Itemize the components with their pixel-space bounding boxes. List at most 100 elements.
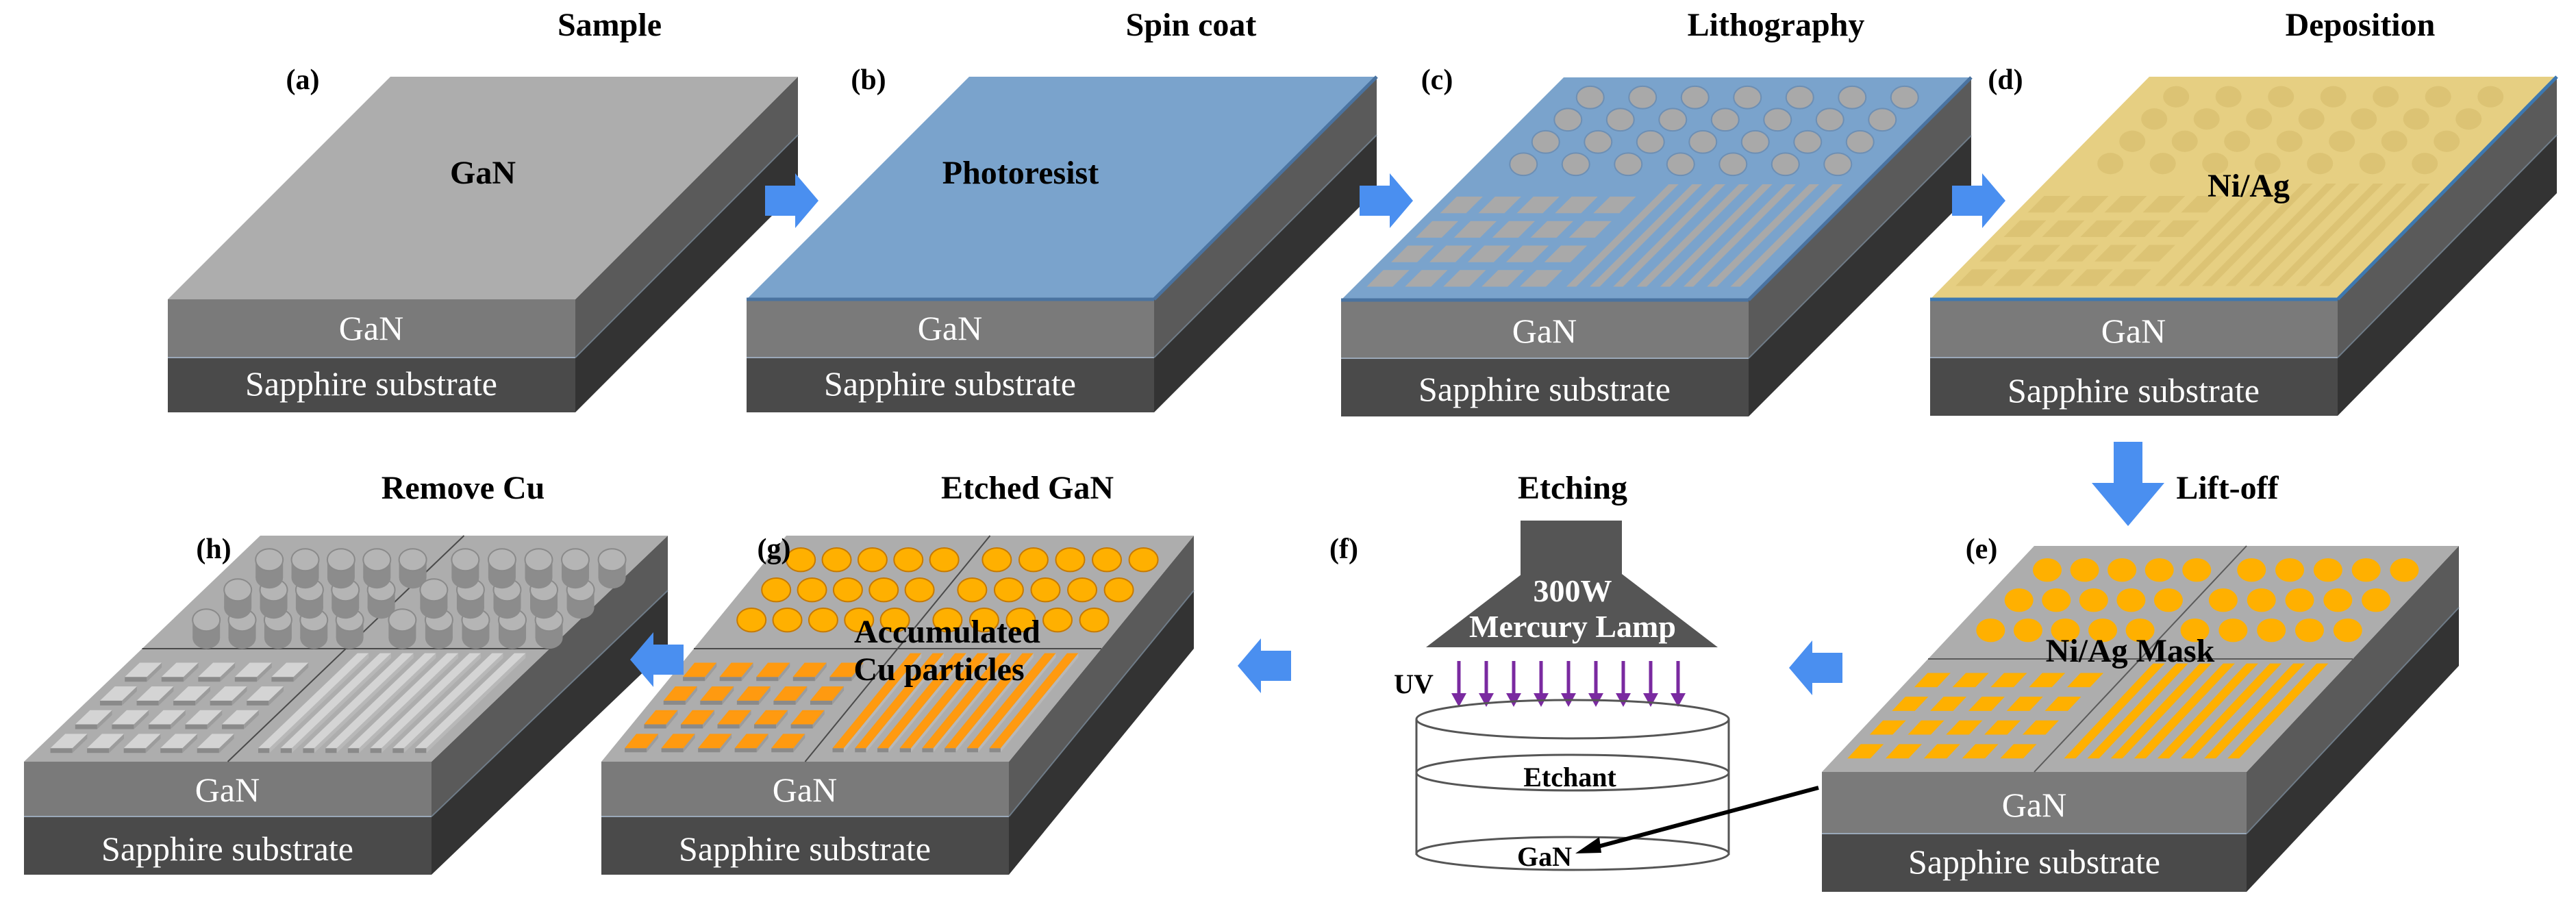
gan-square-mesa-wall: [161, 677, 184, 682]
hole-circle: [1584, 129, 1613, 154]
pillar-base: [388, 627, 416, 649]
hole-square: [1453, 221, 1497, 238]
hole-circle: [1628, 85, 1658, 110]
gan-square-mesa-wall: [293, 662, 309, 682]
niag-square: [2132, 245, 2175, 262]
hole-circle: [1838, 85, 1867, 110]
uv-ray-head: [1671, 693, 1686, 707]
gan-square-mesa-wall: [210, 700, 232, 706]
layer-label-sapphire-h: Sapphire substrate: [101, 829, 353, 868]
hole-square: [1520, 270, 1563, 287]
gan-stripe-mesa-wall: [280, 748, 292, 753]
gan-square-mesa-wall: [183, 662, 199, 682]
cu-square: [773, 686, 808, 701]
niag-circle: [2403, 108, 2429, 130]
layer-label-gan-c: GaN: [1512, 312, 1577, 350]
gan-square-mesa-wall: [218, 734, 234, 753]
gan-square-mesa: [210, 686, 247, 701]
cu-circle: [772, 607, 803, 633]
hole-circle: [1688, 129, 1718, 154]
cu-stripe-wall: [989, 748, 1001, 753]
gan-square-mesa: [50, 734, 88, 749]
title-lift-off: Lift-off: [2176, 470, 2279, 506]
pillar-top: [561, 548, 590, 572]
cu-square: [771, 734, 805, 749]
panel-letter-c: (c): [1421, 64, 1453, 96]
niag-circle: [2351, 108, 2377, 130]
hole-circle: [1666, 152, 1695, 177]
gan-square-mesa-wall: [195, 686, 210, 706]
panel-letter-d: (d): [1988, 64, 2023, 96]
cu-square: [683, 662, 717, 677]
gan-square-mesa-wall: [100, 700, 123, 706]
cu-square-wall: [734, 748, 757, 753]
cu-square-wall: [773, 700, 796, 705]
mask-stripe: [2157, 663, 2259, 759]
layer-boundary-side: [1008, 590, 1195, 817]
sapphire-side-face: [1154, 135, 1377, 412]
pillar-base: [255, 566, 284, 589]
mask-circle: [2285, 588, 2314, 612]
top-edge-side: [1747, 76, 1973, 301]
niag-square: [2042, 220, 2085, 237]
hole-square: [1593, 196, 1636, 214]
cu-square-wall: [756, 677, 779, 682]
pillar-top: [326, 548, 355, 572]
hole-stripe: [1660, 184, 1773, 287]
niag-circle: [2141, 108, 2168, 130]
cu-stripe-wall: [955, 653, 1034, 753]
gan-square-mesa-wall: [247, 700, 269, 706]
sapphire-front-face: [1822, 834, 2247, 892]
cu-square-wall: [720, 734, 732, 753]
niag-circle: [2412, 153, 2438, 175]
panel-letter-h: (h): [196, 534, 231, 565]
cu-square-wall: [625, 748, 647, 753]
arrow-e-to-f: [1789, 640, 1842, 695]
arrow-c-to-d: [1952, 173, 2005, 228]
gan-front-face: [1930, 299, 2338, 358]
gan-square-mesa: [221, 710, 259, 725]
pillar-base: [224, 597, 252, 619]
cu-square-wall: [810, 700, 833, 705]
niag-circle: [2119, 130, 2146, 152]
pillar-top: [192, 608, 221, 632]
mask-square: [2067, 673, 2104, 688]
block-d: [1930, 75, 2558, 416]
cu-circle: [904, 577, 935, 603]
cu-square-wall: [663, 700, 686, 705]
niag-stripe: [2202, 184, 2313, 286]
cu-circle: [981, 547, 1012, 573]
mask-circle: [2333, 618, 2362, 642]
niag-square: [2181, 195, 2224, 213]
beaker-bottom: [1415, 836, 1730, 871]
hole-stripe: [1683, 184, 1796, 287]
panel-letter-g: (g): [758, 534, 791, 565]
cu-circle: [821, 547, 852, 573]
block-g: [601, 535, 1195, 875]
cu-square: [717, 710, 751, 725]
pillar-base: [530, 597, 558, 619]
mask-stripe: [2110, 663, 2212, 759]
panel-letter-f: (f): [1329, 534, 1358, 565]
cu-circle: [761, 577, 792, 603]
mask-circle: [2153, 588, 2183, 612]
niag-circle: [2215, 86, 2242, 108]
gan-square-mesa-wall: [158, 686, 174, 706]
mask-circle: [1976, 618, 2005, 642]
gan-stripe-mesa-wall: [258, 748, 270, 753]
gan-stripe-mesa-wall: [392, 748, 404, 753]
gan-square-mesa-wall: [197, 748, 219, 753]
pillar-base: [598, 566, 626, 589]
gan-square-mesa-wall: [207, 710, 223, 729]
cu-square-wall: [644, 724, 666, 729]
cu-circle: [868, 577, 899, 603]
cu-circle: [808, 607, 838, 633]
gan-square-mesa-wall: [268, 686, 284, 706]
pillar-top: [388, 608, 417, 632]
pillar-base: [493, 597, 521, 619]
niag-circle: [2307, 153, 2334, 175]
pillar-base: [300, 627, 328, 649]
gan-side-face: [1009, 536, 1194, 816]
niag-stripe: [2295, 184, 2407, 286]
mask-circle: [2070, 558, 2099, 582]
